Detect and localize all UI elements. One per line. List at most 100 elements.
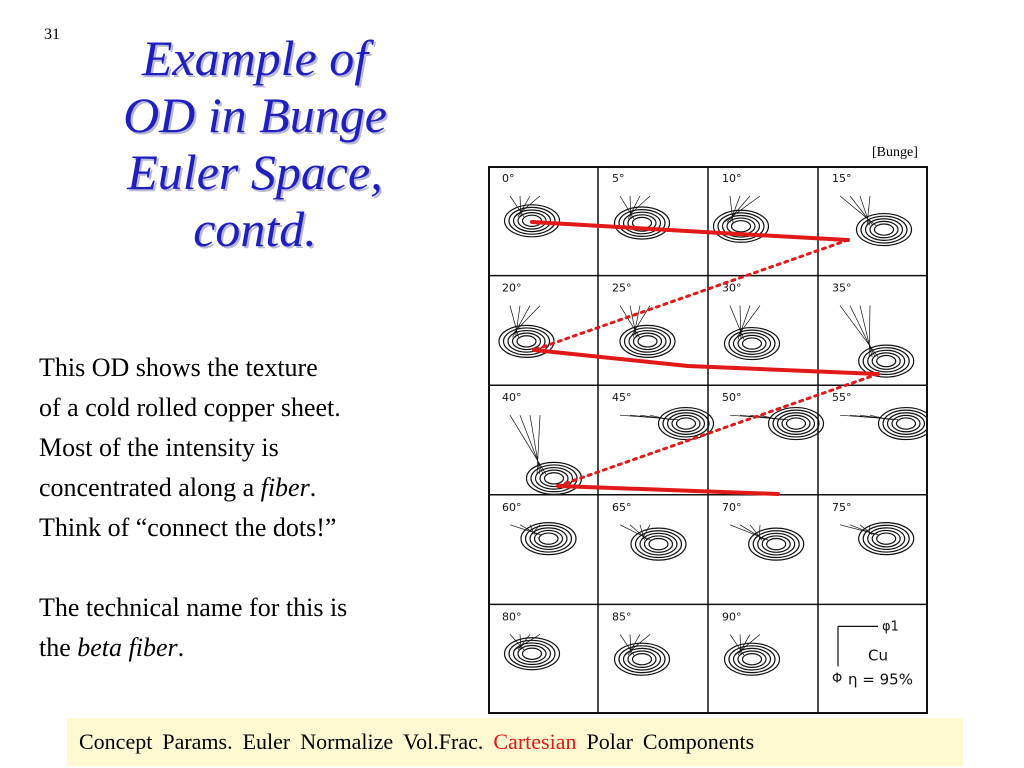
body-text: This OD shows the texture of a cold roll… [39,348,459,668]
contour-line [741,653,763,666]
nav-item-normalize[interactable]: Normalize [300,729,394,754]
leader-line [649,414,670,420]
nav-item-params[interactable]: Params. [162,729,233,754]
body-line: This OD shows the texture [39,353,318,382]
leader-line [630,305,651,338]
contour-line [766,537,787,551]
leader-line [529,415,541,475]
contour-line [886,412,926,435]
body-text-run: . [309,473,317,502]
contour-line [876,532,897,545]
section-label: 10° [722,172,742,185]
contour-line [632,332,663,351]
leader-line [509,305,519,338]
nav-item-components[interactable]: Components [642,729,755,754]
leader-line [531,524,541,535]
contour-line [628,329,667,353]
contour-line [867,349,906,373]
contour-line [508,639,556,668]
leader-line [517,195,531,217]
contour-line [512,642,552,666]
contour-line [639,532,678,556]
contour-line [728,645,776,674]
nav-item-cartesian[interactable]: Cartesian [493,729,577,754]
section-label: 0° [502,172,515,185]
nav-item-euler[interactable]: Euler [242,729,291,754]
contour-line [534,466,574,490]
leader-line [758,524,761,541]
leader-line [729,195,734,223]
contour-line [772,409,820,438]
contour-line [732,647,772,671]
contour-line [864,218,904,241]
section-label: 45° [612,391,632,404]
contour-line [723,326,781,361]
source-citation: [Bunge] [872,145,918,160]
contour-line [529,527,568,551]
contour-line [538,532,559,545]
contour-line [741,337,763,350]
leader-line [759,414,780,420]
section-label: 35° [832,282,852,295]
contour-line [622,647,662,671]
nav-item-concept[interactable]: Concept [79,729,153,754]
section-label: 80° [502,610,522,623]
body-text-run: concentrated along a [39,473,261,502]
contour-line [613,642,671,676]
leader-line [849,524,876,535]
contour-line [867,527,906,551]
leader-line [729,305,745,340]
leader-line [868,524,871,535]
contour-line [618,645,666,674]
leader-line [729,634,745,656]
contour-line [630,527,687,561]
leader-line [627,195,641,220]
title-line: contd. [193,201,317,257]
section-label: 70° [722,501,742,514]
leader-line [633,305,641,338]
leader-line [514,634,541,651]
leader-line [839,195,877,226]
contour-line [876,354,897,368]
leader-line [849,305,876,358]
contour-line [858,344,915,378]
body-line: the beta fiber. [39,628,459,668]
od-figure: 0°5°10°15°20°25°30°35°40°45°50°55°60°65°… [488,166,928,714]
fiber-path-dotted [532,238,850,352]
title-line: OD in Bunge [123,87,387,143]
section-label: 85° [612,610,632,623]
leader-line [629,195,632,220]
leader-line [734,305,761,340]
contour-line [533,529,564,548]
contour-line [871,352,901,370]
contour-line [524,524,573,553]
leader-line [739,634,742,656]
contour-line [855,212,913,247]
contour-line [507,329,546,353]
contour-line [643,535,674,553]
leader-line [723,195,761,223]
contour-line [634,530,683,559]
section-label: 5° [612,172,625,185]
nav-item-polar[interactable]: Polar [586,729,633,754]
contour-line [508,206,556,235]
leader-line [619,195,635,220]
body-line: The technical name for this is [39,593,348,622]
leader-line [619,634,635,656]
section-label: 75° [832,501,852,514]
contour-line [666,412,706,435]
leader-line [866,195,871,226]
contour-line [737,334,767,353]
slide-number: 31 [44,26,60,43]
contour-line [737,650,767,668]
contour-line [862,347,910,376]
body-text-run: the [39,633,78,662]
nav-item-vol-frac[interactable]: Vol.Frac. [403,729,484,754]
contour-line [657,406,715,441]
contour-line [539,469,569,488]
leader-line [859,524,873,535]
contour-line [785,417,807,430]
leader-line [509,305,541,338]
contour-line [860,215,908,244]
contour-line [869,220,899,239]
